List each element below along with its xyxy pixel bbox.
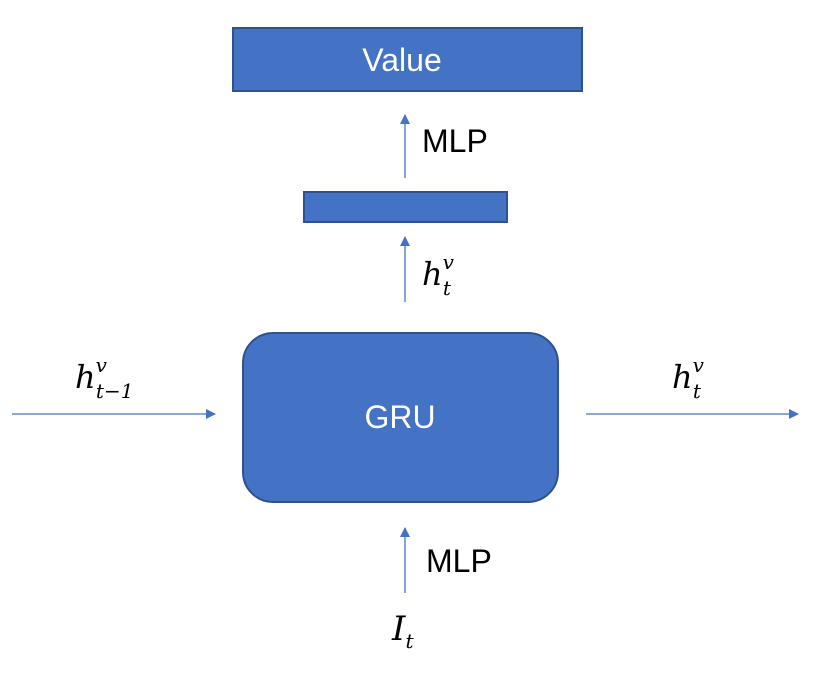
- value-node: Value: [232, 27, 583, 92]
- mlp-label-top: MLP: [422, 123, 488, 159]
- value-label: Value: [362, 42, 441, 78]
- mlp-label-bottom: MLP: [426, 543, 492, 579]
- gru-node: GRU: [242, 332, 559, 503]
- input-label: It: [391, 609, 414, 653]
- gru-label: GRU: [364, 399, 435, 435]
- hidden-layer-node: [303, 191, 508, 223]
